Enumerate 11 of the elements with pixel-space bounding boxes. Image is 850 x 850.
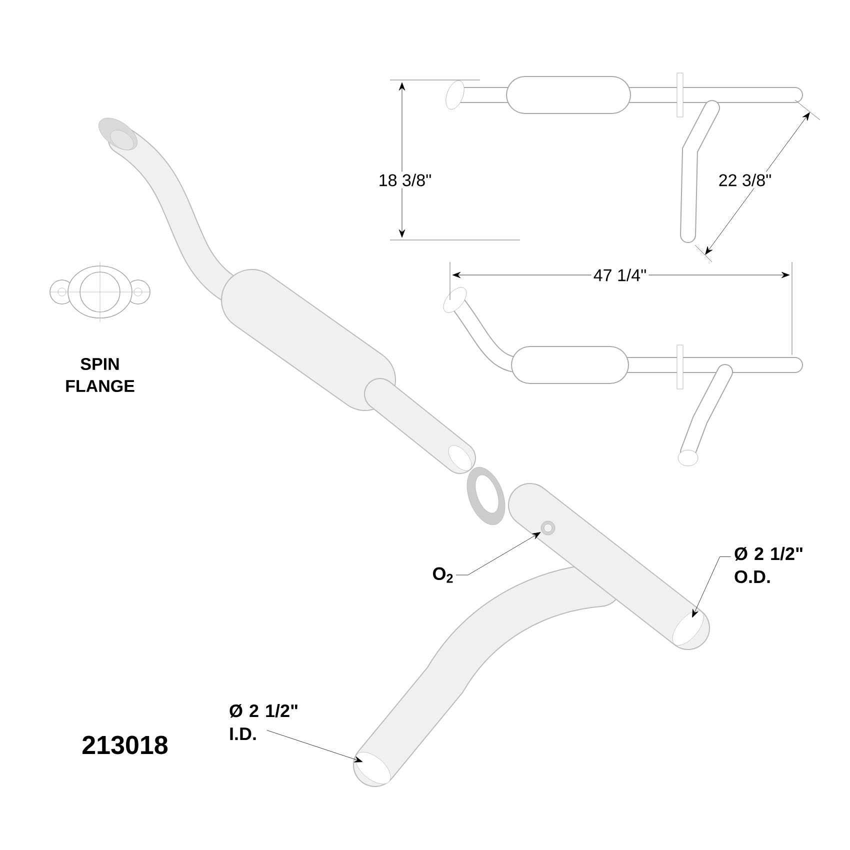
leader-line <box>266 730 363 762</box>
leader-line <box>692 556 731 618</box>
dimension-label: 18 3/8" <box>376 172 434 188</box>
flange-label: SPIN FLANGE <box>66 358 134 392</box>
part-number: 213018 <box>82 736 168 754</box>
dimension-label: Ø 2 1/2" O.D. <box>734 546 802 584</box>
leader-line <box>456 532 541 576</box>
leader-label: O$_{2}$ <box>433 567 453 583</box>
dimension-label: Ø 2 1/2" I.D. <box>230 704 298 740</box>
dimension-label: 47 1/4" <box>591 266 649 284</box>
dimension-label: 22 3/8" <box>716 172 774 188</box>
